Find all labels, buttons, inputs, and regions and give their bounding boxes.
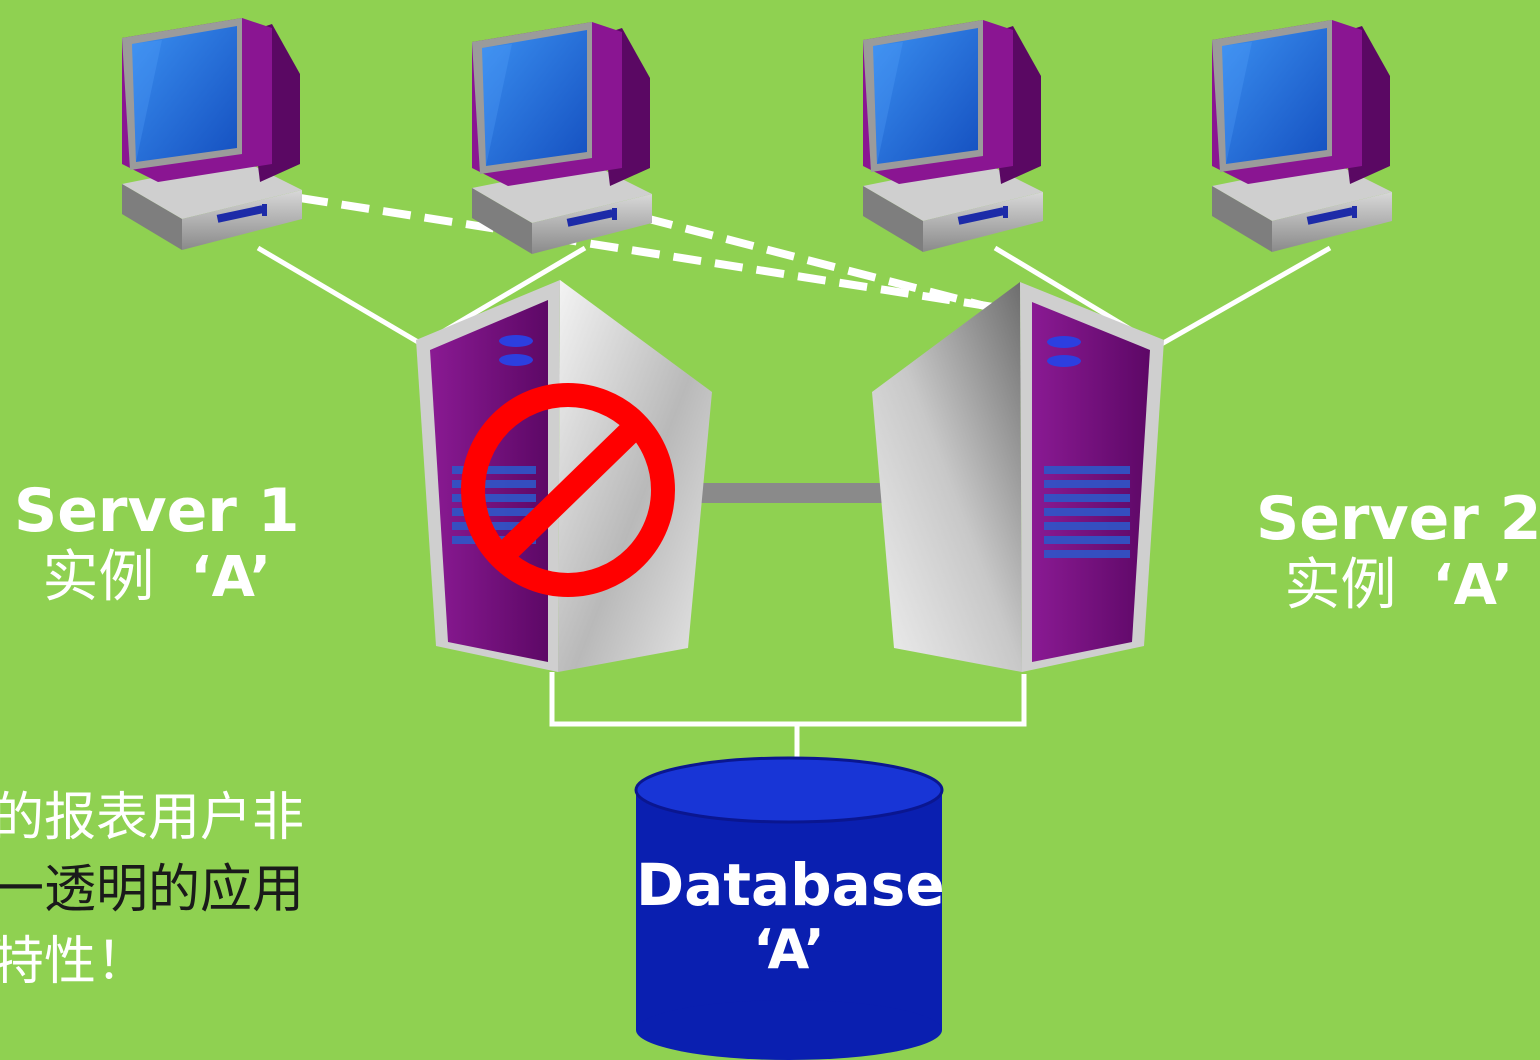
link-pc4-server2 [1156, 245, 1332, 349]
workstation-4-icon [1212, 20, 1392, 252]
link-pc1-server1 [256, 245, 420, 345]
server-2-icon [872, 282, 1164, 672]
client-connections [256, 245, 1332, 349]
server-2-title: Server 2 [1256, 484, 1540, 554]
note-line-2: 一透明的应用 [0, 860, 305, 920]
workstation-1-icon [122, 18, 302, 250]
database-title: Database [636, 851, 945, 919]
server-2-label: Server 2 实例 ‘A’ [1256, 486, 1540, 620]
failover-connections [299, 194, 1001, 312]
workstation-3-icon [863, 20, 1043, 252]
server-1-title: Server 1 [14, 476, 300, 546]
server-2-instance-prefix: 实例 [1284, 553, 1397, 618]
note-line-3: 特性！ [0, 932, 149, 992]
server-1-label: Server 1 实例 ‘A’ [14, 478, 300, 612]
server-2-instance-name: ‘A’ [1432, 553, 1514, 618]
storage-bus [549, 672, 1027, 760]
prohibited-sign-icon [461, 383, 675, 597]
database-label: Database ‘A’ [636, 851, 945, 982]
server-1-instance: 实例 ‘A’ [14, 544, 300, 612]
note-line-1: 的报表用户非 [0, 788, 305, 848]
server-2-instance: 实例 ‘A’ [1256, 552, 1540, 620]
database-cylinder-icon [634, 756, 944, 1060]
workstation-2-icon [472, 22, 652, 254]
note-text: 的报表用户非 一透明的应用 特性！ [0, 782, 304, 998]
server-1-instance-name: ‘A’ [190, 545, 272, 610]
server-1-instance-prefix: 实例 [42, 545, 155, 610]
failover-pc2-server2 [643, 214, 987, 310]
failover-pc1-server2 [299, 194, 1001, 312]
database-name: ‘A’ [753, 918, 825, 981]
